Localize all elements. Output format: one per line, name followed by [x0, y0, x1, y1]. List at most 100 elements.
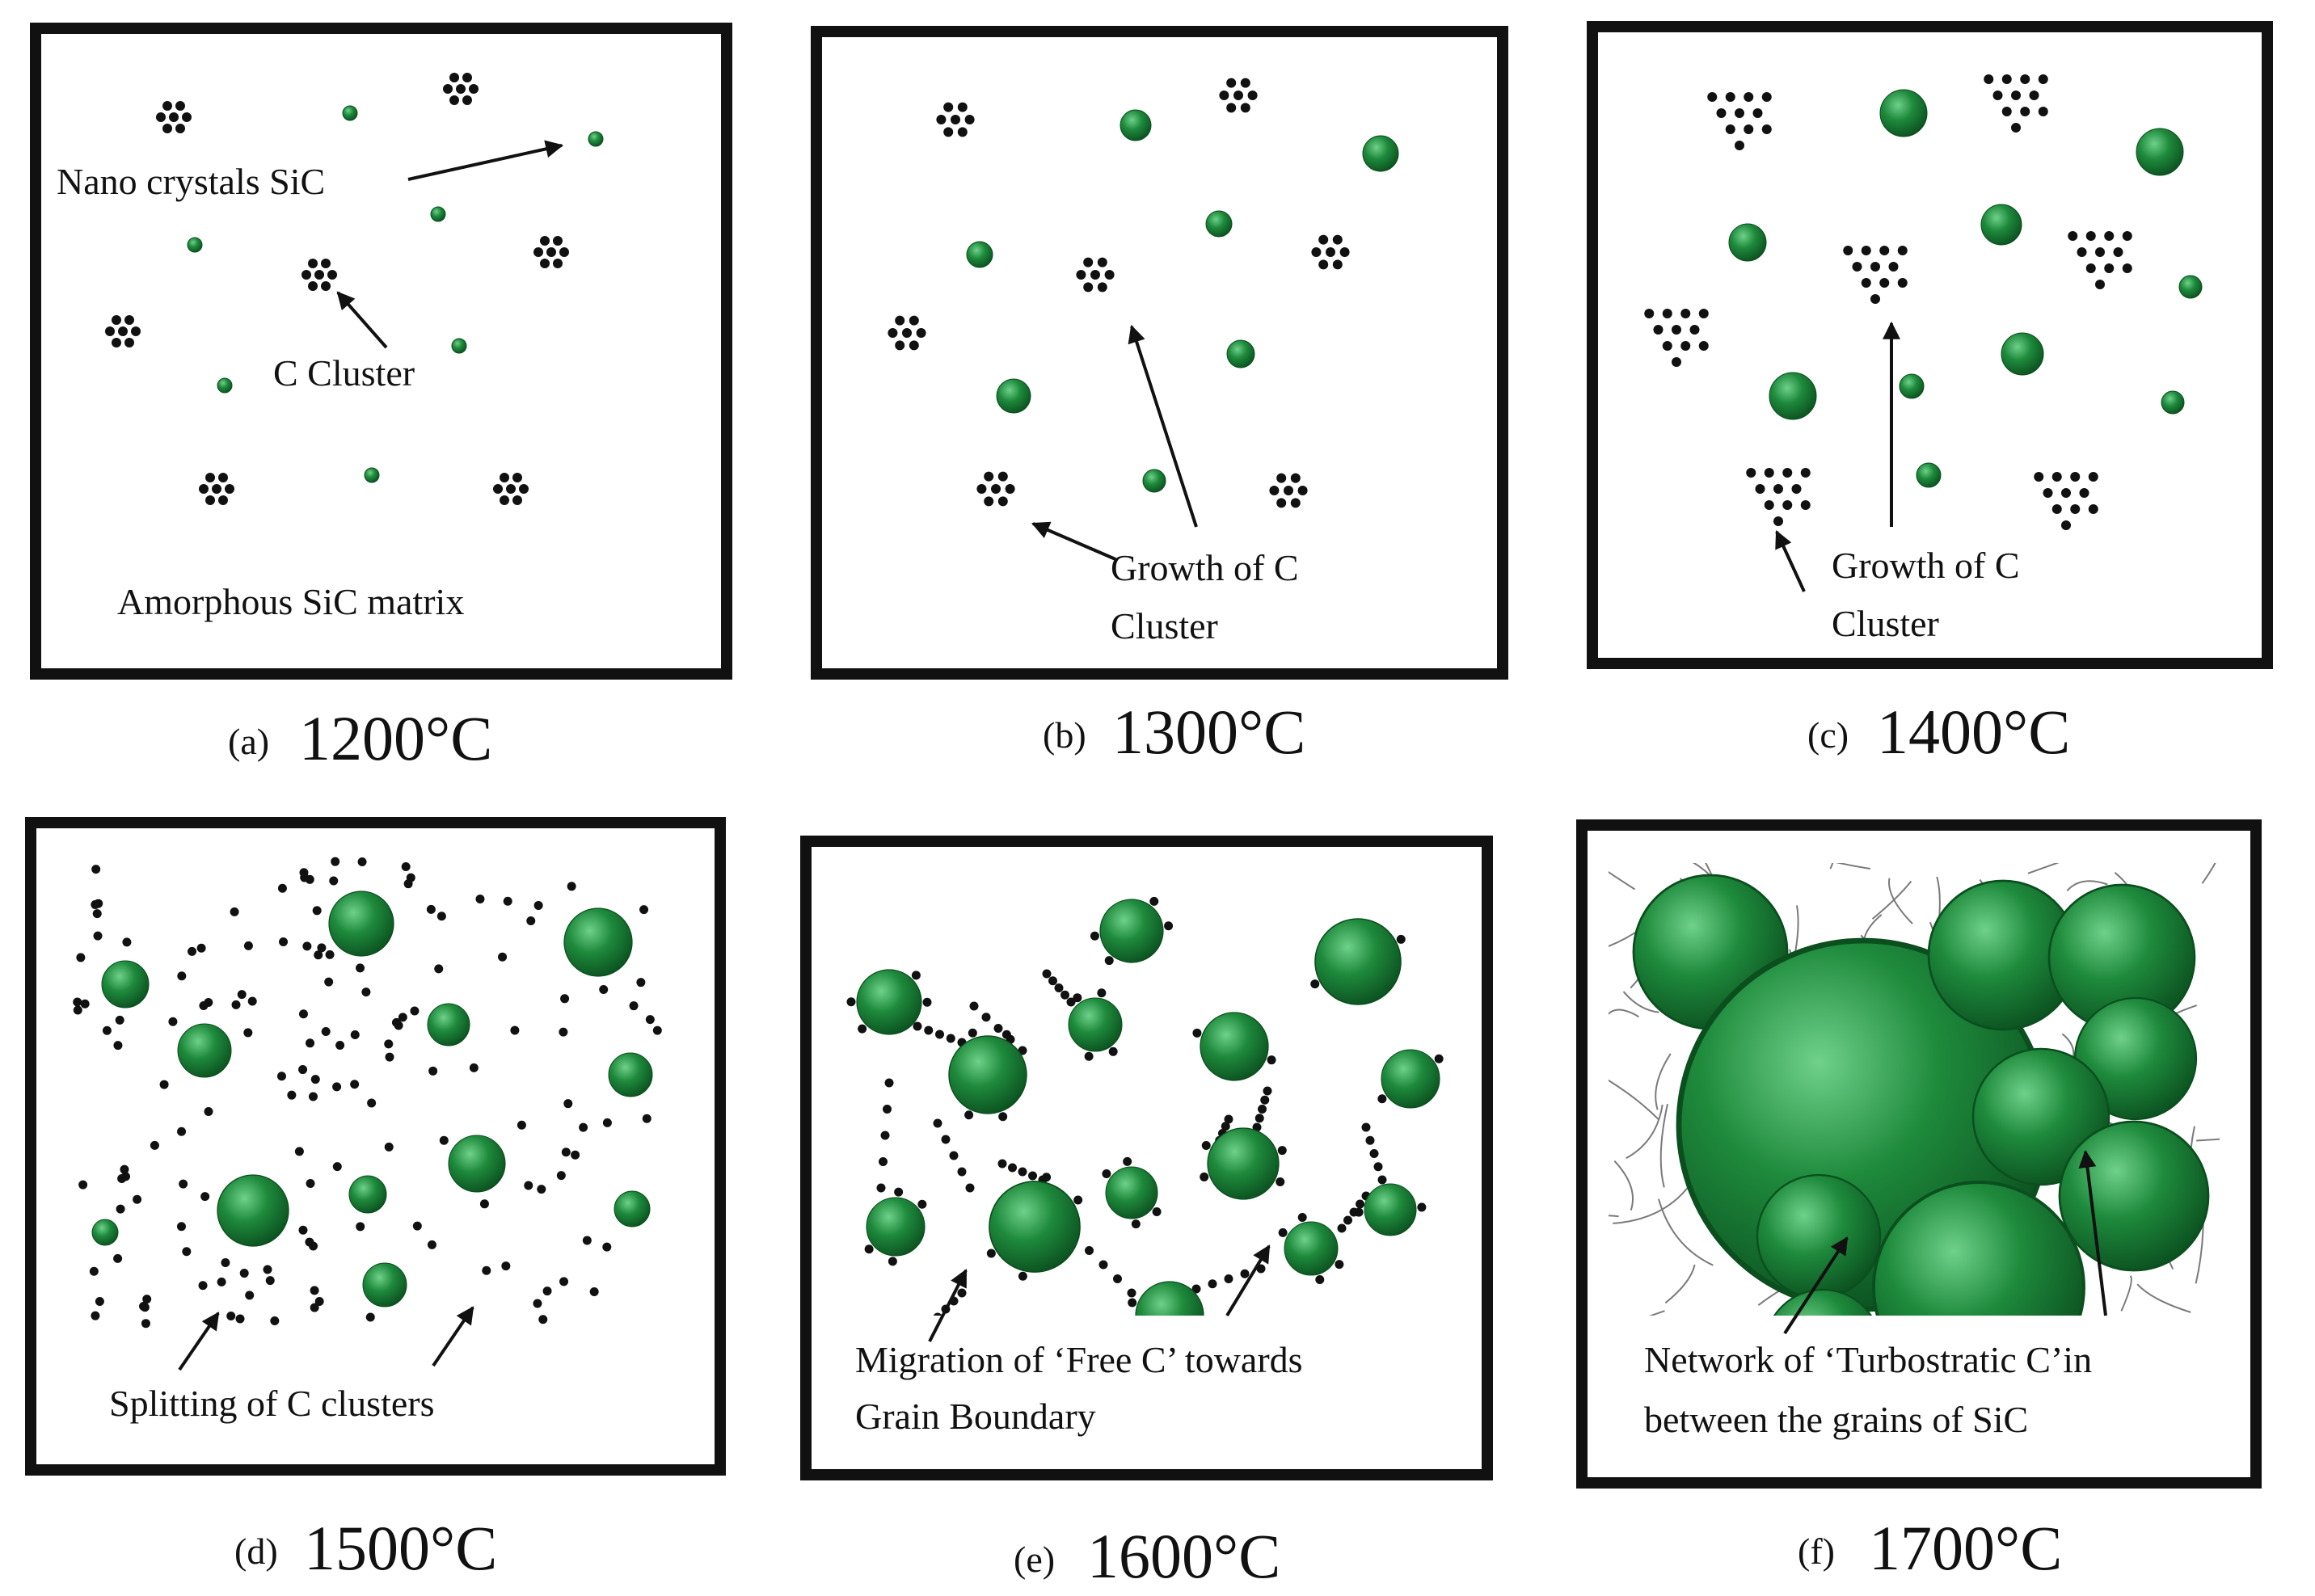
carbon-dot — [1315, 1275, 1325, 1285]
carbon-dot — [1800, 468, 1811, 478]
carbon-dot — [204, 998, 213, 1008]
carbon-dot — [427, 1240, 436, 1249]
carbon-dot — [2088, 504, 2098, 514]
carbon-dot — [265, 1276, 275, 1286]
carbon-dot — [559, 1027, 568, 1037]
carbon-dot — [205, 473, 215, 482]
carbon-dot — [177, 1126, 187, 1136]
turbostratic-carbon-strand — [2196, 1138, 2220, 1142]
carbon-dot — [629, 1001, 639, 1011]
carbon-dot — [1764, 500, 1774, 510]
carbon-dot — [879, 1157, 888, 1166]
carbon-dot — [1396, 934, 1406, 944]
carbon-dot — [314, 1296, 324, 1306]
carbon-dot — [946, 1034, 955, 1043]
carbon-dot — [876, 1183, 886, 1193]
carbon-dot — [329, 876, 339, 886]
carbon-dot — [91, 899, 100, 909]
carbon-dot — [599, 984, 609, 994]
carbon-dot — [1311, 247, 1322, 257]
carbon-dot — [2095, 280, 2105, 289]
carbon-dot — [556, 1171, 566, 1181]
carbon-dot — [1773, 516, 1783, 526]
carbon-dot — [2001, 107, 2012, 116]
carbon-dot — [894, 1187, 904, 1197]
carbon-dot — [1123, 1156, 1132, 1166]
sic-grain — [1284, 1221, 1339, 1276]
panel-d-particles — [73, 857, 662, 1329]
carbon-dot — [2104, 231, 2115, 241]
carbon-dot — [168, 1017, 178, 1026]
carbon-dot — [1716, 108, 1727, 118]
carbon-dot — [1104, 956, 1114, 966]
carbon-dot — [563, 1099, 573, 1109]
carbon-dot — [519, 484, 529, 494]
carbon-dot — [199, 484, 209, 494]
carbon-dot — [93, 931, 103, 941]
carbon-dot — [92, 909, 102, 919]
carbon-dot — [500, 495, 509, 505]
carbon-dot — [2061, 520, 2071, 530]
carbon-dot — [1297, 1212, 1307, 1222]
carbon-dot — [2038, 107, 2048, 116]
sic-grain — [187, 237, 203, 253]
sic-grain — [1728, 223, 1767, 262]
carbon-dot — [133, 1194, 142, 1204]
sic-grain — [1105, 1166, 1158, 1219]
carbon-dot — [1672, 357, 1681, 367]
carbon-dot — [124, 338, 134, 347]
carbon-dot — [230, 907, 239, 916]
carbon-dot — [1662, 309, 1672, 318]
sic-grain — [91, 1219, 119, 1246]
arrow-splitting-d2 — [432, 1306, 474, 1367]
label-migration-1: Migration of ‘Free C’ towards — [855, 1339, 1303, 1380]
carbon-dot — [2122, 231, 2132, 241]
carbon-dot — [571, 1150, 580, 1160]
carbon-dot — [2079, 488, 2089, 498]
carbon-dot — [361, 987, 371, 997]
carbon-dot — [936, 115, 947, 124]
label-growth-b2: Cluster — [1111, 605, 1218, 646]
carbon-dot — [917, 1199, 927, 1209]
carbon-dot — [314, 950, 323, 960]
panel-a: Nano crystals SiC C Cluster Amorphous Si… — [30, 23, 732, 773]
carbon-dot — [1335, 1260, 1344, 1270]
carbon-dot — [1984, 74, 1994, 84]
carbon-dot — [1192, 1028, 1202, 1038]
carbon-dot — [469, 84, 479, 94]
carbon-dot — [335, 1041, 345, 1051]
carbon-dot — [1256, 1264, 1266, 1274]
carbon-dot — [1028, 1171, 1037, 1181]
carbon-dot — [2113, 247, 2123, 257]
carbon-dot — [2104, 263, 2115, 273]
carbon-dot — [449, 95, 459, 105]
sic-grain — [1207, 1127, 1280, 1200]
carbon-dot — [403, 879, 413, 889]
carbon-dot — [1752, 108, 1763, 118]
turbostratic-carbon-strand — [1648, 1310, 1665, 1316]
arrow-migration-e1 — [928, 1269, 968, 1342]
carbon-dot — [1761, 92, 1772, 102]
arrow-growth-c1 — [1775, 530, 1806, 592]
caption-letter-e: (e) — [1014, 1539, 1055, 1580]
carbon-dot — [1226, 103, 1237, 113]
carbon-dot — [888, 328, 898, 338]
carbon-dot — [1221, 1122, 1230, 1131]
carbon-dot — [1131, 1219, 1141, 1229]
carbon-dot — [1290, 498, 1301, 508]
carbon-dot — [113, 1253, 123, 1263]
carbon-dot — [1698, 309, 1709, 318]
carbon-dot — [270, 1316, 280, 1326]
carbon-dot — [1084, 1051, 1094, 1061]
sic-grain — [451, 338, 467, 354]
carbon-dot — [141, 1319, 150, 1329]
caption-temp-e: 1600°C — [1087, 1521, 1280, 1591]
carbon-dot — [182, 112, 192, 122]
carbon-dot — [176, 1222, 186, 1232]
carbon-dot — [1782, 500, 1793, 510]
carbon-dot — [1870, 294, 1880, 304]
carbon-dot — [175, 124, 185, 133]
carbon-dot — [302, 941, 312, 951]
carbon-dot — [1277, 1146, 1287, 1156]
